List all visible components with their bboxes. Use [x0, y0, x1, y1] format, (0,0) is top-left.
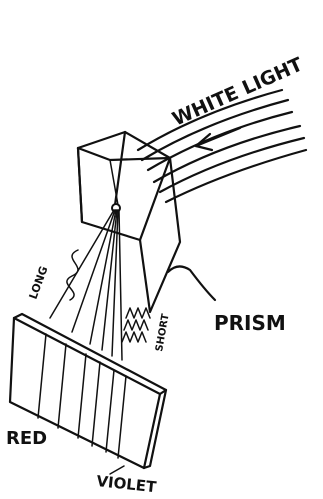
red-label: RED	[6, 428, 47, 449]
violet-leader-line	[110, 466, 124, 474]
beam-arrow-icon	[196, 128, 240, 150]
violet-label: VIOLET	[96, 472, 158, 496]
white-light-label: WHITE LIGHT	[169, 53, 306, 130]
short-label: SHORT	[154, 313, 171, 353]
prism-shape	[78, 132, 180, 312]
dispersed-rays	[50, 210, 122, 360]
long-label: LONG	[27, 264, 51, 301]
prism-leader-line	[168, 266, 215, 300]
prism-label: PRISM	[214, 311, 286, 335]
short-wave-icon	[122, 308, 150, 342]
